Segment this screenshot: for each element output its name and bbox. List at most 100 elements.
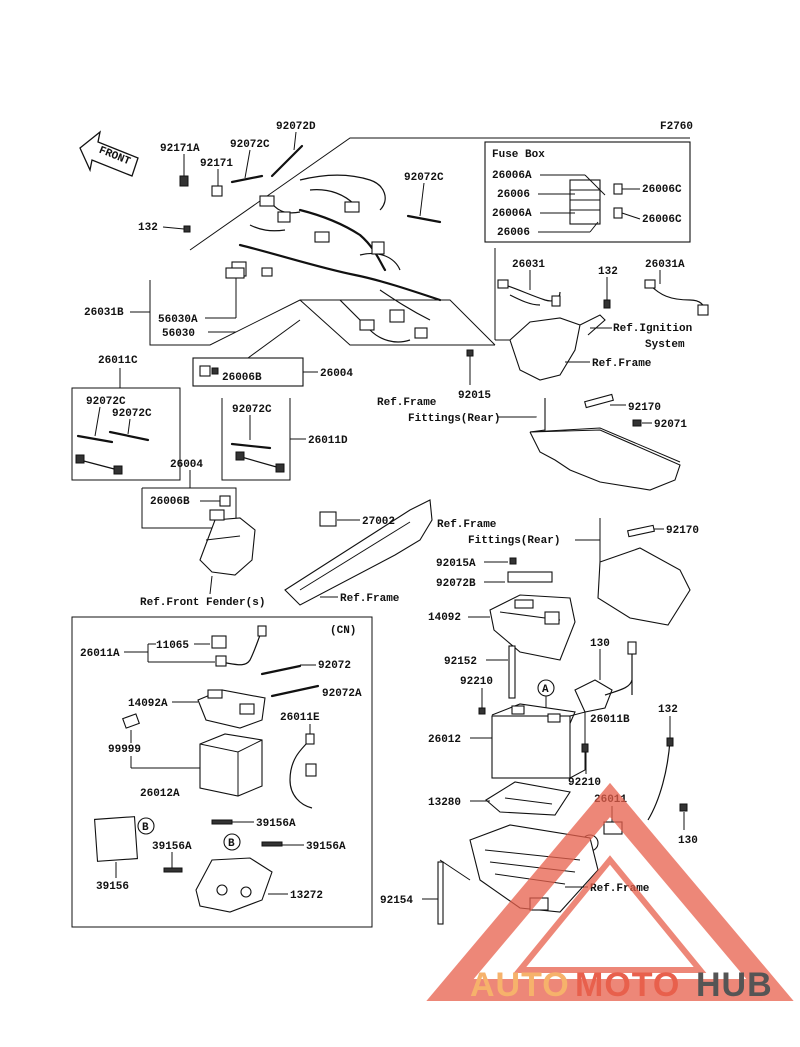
screw-132-b-icon (603, 299, 611, 309)
ref-frame-2: Ref.Frame (340, 593, 400, 605)
label-26011C: 26011C (98, 355, 138, 367)
cable-26011A-icon (219, 629, 263, 666)
label-26004-b: 26004 (170, 459, 203, 471)
sub-harness-26031 (497, 279, 561, 307)
battery-26012A (199, 733, 263, 797)
ref-frame-fittings-4: Fittings(Rear) (468, 535, 560, 547)
label-92170-top: 92170 (628, 402, 661, 414)
sticker-39156-icon (93, 816, 139, 862)
clip-92171-icon (211, 185, 223, 197)
label-sticker-99999-icon (122, 713, 140, 729)
callout-b-lower-label: B (228, 838, 235, 850)
callout-b-icon (137, 817, 155, 835)
watermark-part1: AUTO (470, 966, 570, 1004)
label-132-b: 132 (598, 266, 618, 278)
fuse-box-title: Fuse Box (492, 149, 545, 161)
fuse-box-panel: Fuse Box 26006A 26006 26006A 26006 26006… (484, 141, 691, 243)
fuse-26006B-box: 26006B (192, 357, 304, 387)
label-56030A: 56030A (158, 314, 198, 326)
harness-26011C-icon (75, 430, 150, 475)
watermark-part3: HUB (696, 966, 773, 1004)
ref-ignition-2: System (645, 339, 685, 351)
label-92072D: 92072D (276, 121, 316, 133)
screw-132-icon (183, 225, 191, 233)
label-92171: 92171 (200, 158, 233, 170)
cap-11065-icon (211, 635, 227, 649)
ref-frame-fittings-3: Ref.Frame (437, 519, 497, 531)
label-92072A: 92072A (322, 688, 362, 700)
cable-26011-icon (647, 739, 671, 821)
callout-b-lower-icon (223, 833, 241, 851)
label-26006C-2: 26006C (642, 214, 682, 226)
callout-a-label: A (542, 684, 549, 696)
rod-92152-icon (508, 645, 516, 699)
label-26006-2: 26006 (497, 227, 530, 239)
label-26006A-2: 26006A (492, 208, 532, 220)
cable-26011B (574, 679, 633, 713)
band-92072A-icon (270, 684, 320, 698)
label-92171A: 92171A (160, 143, 200, 155)
label-26004: 26004 (320, 368, 353, 380)
label-13280: 13280 (428, 797, 461, 809)
label-14092A: 14092A (128, 698, 168, 710)
pad-39156A-c-icon (163, 867, 183, 873)
label-26012A: 26012A (140, 788, 180, 800)
label-13272: 13272 (290, 890, 323, 902)
label-26031B: 26031B (84, 307, 124, 319)
label-14092: 14092 (428, 612, 461, 624)
front-arrow-icon: FRONT (79, 130, 139, 177)
label-92152: 92152 (444, 656, 477, 668)
watermark-part2: MOTO (575, 966, 680, 1004)
clip-92015A-icon (509, 557, 517, 565)
cable-26011B-end-icon (627, 641, 637, 655)
label-26011B: 26011B (590, 714, 630, 726)
label-92072C: 92072C (230, 139, 270, 151)
battery-holder-13272 (195, 857, 273, 913)
band-92072B-icon (507, 571, 553, 583)
battery-case-14092 (489, 594, 576, 661)
cn-label: (CN) (330, 625, 356, 637)
pad-39156A-b-icon (261, 841, 283, 847)
battery-26012 (491, 703, 586, 779)
label-26006B-b: 26006B (150, 496, 190, 508)
label-39156A-a: 39156A (256, 818, 296, 830)
frame-rail-27002 (284, 499, 433, 606)
warning-triangle-logo-icon (426, 782, 794, 1001)
label-92170-bottom: 92170 (666, 525, 699, 537)
harness-26011D-icon (230, 442, 285, 473)
label-92210-a: 92210 (460, 676, 493, 688)
label-56030: 56030 (162, 328, 195, 340)
nut-92210-icon (478, 707, 486, 715)
label-39156A-c: 39156A (152, 841, 192, 853)
label-92072B: 92072B (436, 578, 476, 590)
ignition-bracket (509, 314, 606, 381)
ref-frame-fittings-2: Fittings(Rear) (408, 413, 500, 425)
label-26011A: 26011A (80, 648, 120, 660)
label-39156A-b: 39156A (306, 841, 346, 853)
cn-variant-box: (CN) 26011A 11065 92072 92072A 14092A 26… (71, 616, 373, 928)
label-92072C-right: 92072C (404, 172, 444, 184)
battery-pad-13280 (485, 781, 571, 816)
label-27002: 27002 (362, 516, 395, 528)
band-92072-icon (260, 664, 302, 676)
cable-26011E-icon (289, 739, 313, 809)
band-92072D-icon (270, 144, 304, 178)
label-132: 132 (138, 222, 158, 234)
clip-92171A-icon (179, 175, 189, 187)
label-26011D: 26011D (308, 435, 348, 447)
label-26031: 26031 (512, 259, 545, 271)
label-92210-b: 92210 (568, 777, 601, 789)
rear-fitting-lower (597, 524, 691, 626)
rod-92154-icon (437, 861, 444, 925)
label-26006A-1: 26006A (492, 170, 532, 182)
label-11065: 11065 (156, 640, 189, 652)
label-26006-1: 26006 (497, 189, 530, 201)
label-92071: 92071 (654, 419, 687, 431)
ref-frame-1: Ref.Frame (592, 358, 652, 370)
label-26012: 26012 (428, 734, 461, 746)
figure-code: F2760 (660, 121, 693, 133)
sub-harness-26031A (644, 279, 709, 316)
nut-92210-b-icon (581, 743, 589, 753)
label-99999: 99999 (108, 744, 141, 756)
